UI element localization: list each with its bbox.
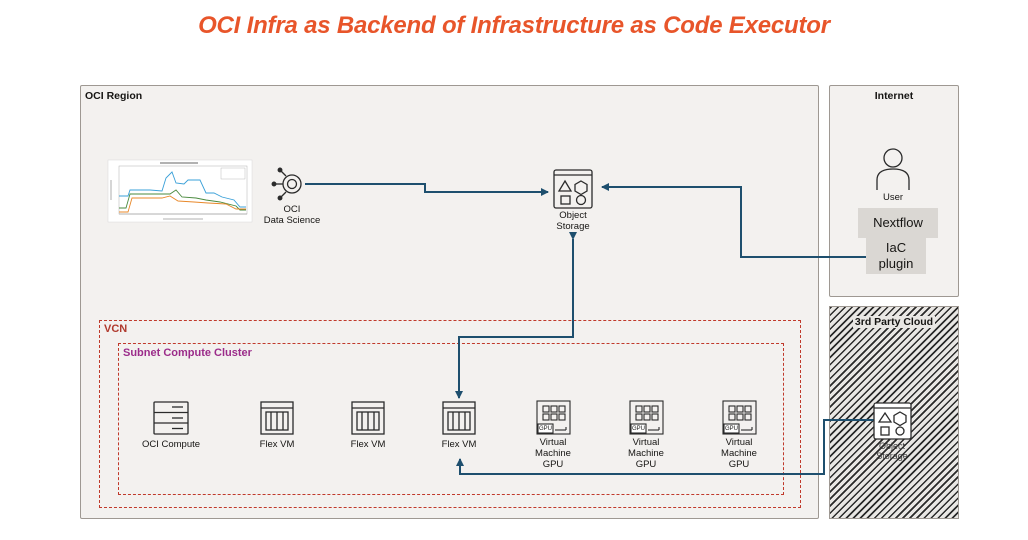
vm-gpu-3-line2: Machine bbox=[721, 448, 757, 459]
object-storage-label-line1: Object bbox=[559, 210, 587, 221]
connector-iac-to-storage bbox=[601, 183, 873, 261]
object-storage-label: Object Storage bbox=[543, 210, 603, 232]
vm-gpu-2-label: Virtual Machine GPU bbox=[616, 437, 676, 470]
third-party-object-storage-label: Object Storage bbox=[862, 441, 922, 461]
flex-vm-1-icon bbox=[260, 401, 294, 435]
oci-compute-icon bbox=[153, 401, 189, 435]
vm-gpu-1-line1: Virtual bbox=[539, 437, 567, 448]
iac-plugin-label-line2: plugin bbox=[878, 256, 914, 271]
vm-gpu-3-icon bbox=[722, 400, 757, 435]
flex-vm-2-label: Flex VM bbox=[350, 439, 386, 450]
vm-gpu-3-label: Virtual Machine GPU bbox=[709, 437, 769, 470]
subnet-label: Subnet Compute Cluster bbox=[123, 347, 252, 359]
diagram-title: OCI Infra as Backend of Infrastructure a… bbox=[198, 12, 830, 39]
oci-compute-label: OCI Compute bbox=[141, 439, 201, 450]
third-party-cloud-title: 3rd Party Cloud bbox=[830, 312, 958, 330]
flex-vm-3-label: Flex VM bbox=[441, 439, 477, 450]
data-science-label-line2: Data Science bbox=[263, 215, 321, 226]
connector-thirdparty-to-flexvm bbox=[456, 419, 874, 475]
vm-gpu-2-line1: Virtual bbox=[632, 437, 660, 448]
vm-gpu-3-line1: Virtual bbox=[725, 437, 753, 448]
vcn-container bbox=[99, 320, 801, 508]
data-science-icon bbox=[271, 167, 302, 201]
data-science-label-line1: OCI bbox=[283, 204, 301, 215]
vm-gpu-2-line3: GPU bbox=[635, 459, 657, 470]
iac-plugin-label-line1: IaC bbox=[885, 240, 907, 255]
nextflow-label: Nextflow bbox=[873, 215, 923, 230]
vm-gpu-1-icon bbox=[536, 400, 571, 435]
flex-vm-2-icon bbox=[351, 401, 385, 435]
third-party-object-storage-icon bbox=[873, 402, 912, 440]
third-party-storage-label-line2: Storage bbox=[876, 451, 908, 461]
flex-vm-3-icon bbox=[442, 401, 476, 435]
user-icon bbox=[876, 148, 910, 190]
object-storage-label-line2: Storage bbox=[556, 221, 590, 232]
gpu-badge-2: GPU bbox=[631, 426, 645, 432]
internet-label: Internet bbox=[874, 90, 914, 102]
oci-region-label: OCI Region bbox=[85, 90, 143, 102]
vm-gpu-2-icon bbox=[629, 400, 664, 435]
object-storage-icon bbox=[553, 169, 593, 209]
connector-storage-to-flexvm bbox=[455, 232, 577, 399]
vm-gpu-2-line2: Machine bbox=[628, 448, 664, 459]
vm-gpu-1-line2: Machine bbox=[535, 448, 571, 459]
user-label: User bbox=[882, 192, 904, 203]
flex-vm-1-label: Flex VM bbox=[259, 439, 295, 450]
nextflow-box: Nextflow bbox=[858, 208, 938, 238]
iac-plugin-box: IaC plugin bbox=[866, 238, 926, 274]
chart-thumbnail-image bbox=[107, 159, 253, 223]
data-science-label: OCI Data Science bbox=[262, 204, 322, 226]
connector-datascience-to-storage bbox=[305, 183, 549, 196]
subnet-container bbox=[118, 343, 784, 495]
vm-gpu-3-line3: GPU bbox=[728, 459, 750, 470]
vm-gpu-1-label: Virtual Machine GPU bbox=[523, 437, 583, 470]
third-party-storage-label-line1: Object bbox=[878, 441, 905, 451]
gpu-badge-3: GPU bbox=[724, 426, 738, 432]
gpu-badge-1: GPU bbox=[538, 426, 552, 432]
oci-region-container bbox=[80, 85, 819, 519]
vcn-label: VCN bbox=[104, 323, 128, 335]
third-party-cloud-label: 3rd Party Cloud bbox=[852, 316, 936, 328]
vm-gpu-1-line3: GPU bbox=[542, 459, 564, 470]
